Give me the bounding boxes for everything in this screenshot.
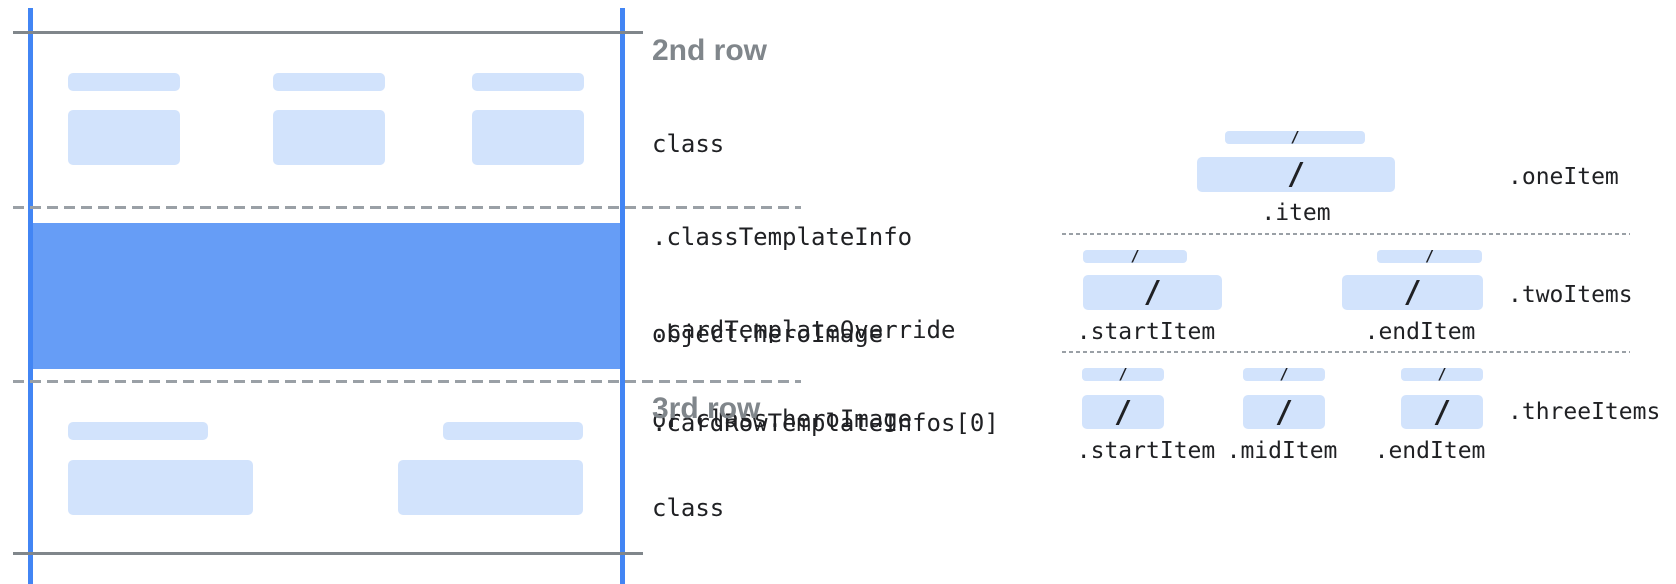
slash-glyph: / [1286,157,1306,192]
slash-glyph: / [1274,394,1294,430]
code-line: .cardTemplateOverride [652,316,956,344]
heading-2nd-row: 2nd row [652,34,768,67]
code-line: .classTemplateInfo [652,223,913,251]
left-guide-line [28,8,33,584]
code-line: class [652,494,725,522]
hero-image-band [33,223,620,369]
two-items-start-value-bar: / [1083,275,1222,310]
slash-glyph: / [1279,365,1289,383]
one-item-label-bar: / [1225,128,1365,146]
code-line: object.heroImage [652,320,884,348]
items-divider-1 [1062,233,1630,235]
second-row-col3-label-bar [472,73,584,91]
two-items-end-value-bar: / [1342,275,1483,310]
second-row-code: class .classTemplateInfo .cardTemplateOv… [652,70,999,498]
card-bottom-border [13,552,643,555]
third-row-col1-value-box [68,460,253,515]
second-row-col2-label-bar [273,73,385,91]
third-row-code: class .classTemplateInfo .cardTemplateOv… [652,434,999,584]
slash-glyph: / [1143,275,1162,310]
divider-above-hero [13,206,801,209]
second-row-col2-value-box [273,110,385,165]
slash-glyph: / [1290,128,1300,146]
third-row-col2-value-box [398,460,583,515]
slash-glyph: / [1403,275,1422,310]
two-items-row-label: .twoItems [1508,282,1633,308]
slash-glyph: / [1113,394,1133,430]
heading-3rd-row: 3rd row [652,392,761,425]
slash-glyph: / [1437,365,1447,383]
mid-item-label: .midItem [1226,438,1338,464]
three-items-end-value-bar: / [1401,394,1483,430]
slash-glyph: / [1130,247,1140,265]
code-line: or class.heroImage [652,405,913,433]
card-top-border [13,31,643,34]
three-items-mid-label-bar: / [1243,365,1325,383]
start-item-label: .startItem [1076,319,1216,345]
third-row-col2-label-bar [443,422,583,440]
divider-below-hero [13,380,801,383]
hero-image-code: object.heroImage or class.heroImage [652,264,912,490]
one-item-value-bar: / [1197,157,1395,192]
slash-glyph: / [1432,394,1452,430]
end-item-label: .endItem [1374,438,1486,464]
right-guide-line [620,8,625,584]
two-items-start-label-bar: / [1083,247,1187,265]
three-items-mid-value-bar: / [1243,394,1325,430]
second-row-col3-value-box [472,110,584,165]
three-items-start-label-bar: / [1082,365,1164,383]
code-line: .cardRowTemplateInfos[0] [652,409,999,437]
three-items-start-value-bar: / [1082,394,1164,430]
one-item-row-label: .oneItem [1508,164,1619,190]
two-items-end-label-bar: / [1377,247,1482,265]
slash-glyph: / [1424,247,1435,265]
three-items-end-label-bar: / [1401,365,1483,383]
item-label: .item [1261,200,1331,226]
slash-glyph: / [1118,365,1128,383]
code-line: class [652,130,725,158]
start-item-label: .startItem [1076,438,1216,464]
items-divider-2 [1062,351,1630,353]
second-row-col1-value-box [68,110,180,165]
third-row-col1-label-bar [68,422,208,440]
three-items-row-label: .threeItems [1508,399,1661,425]
end-item-label: .endItem [1364,319,1476,345]
second-row-col1-label-bar [68,73,180,91]
